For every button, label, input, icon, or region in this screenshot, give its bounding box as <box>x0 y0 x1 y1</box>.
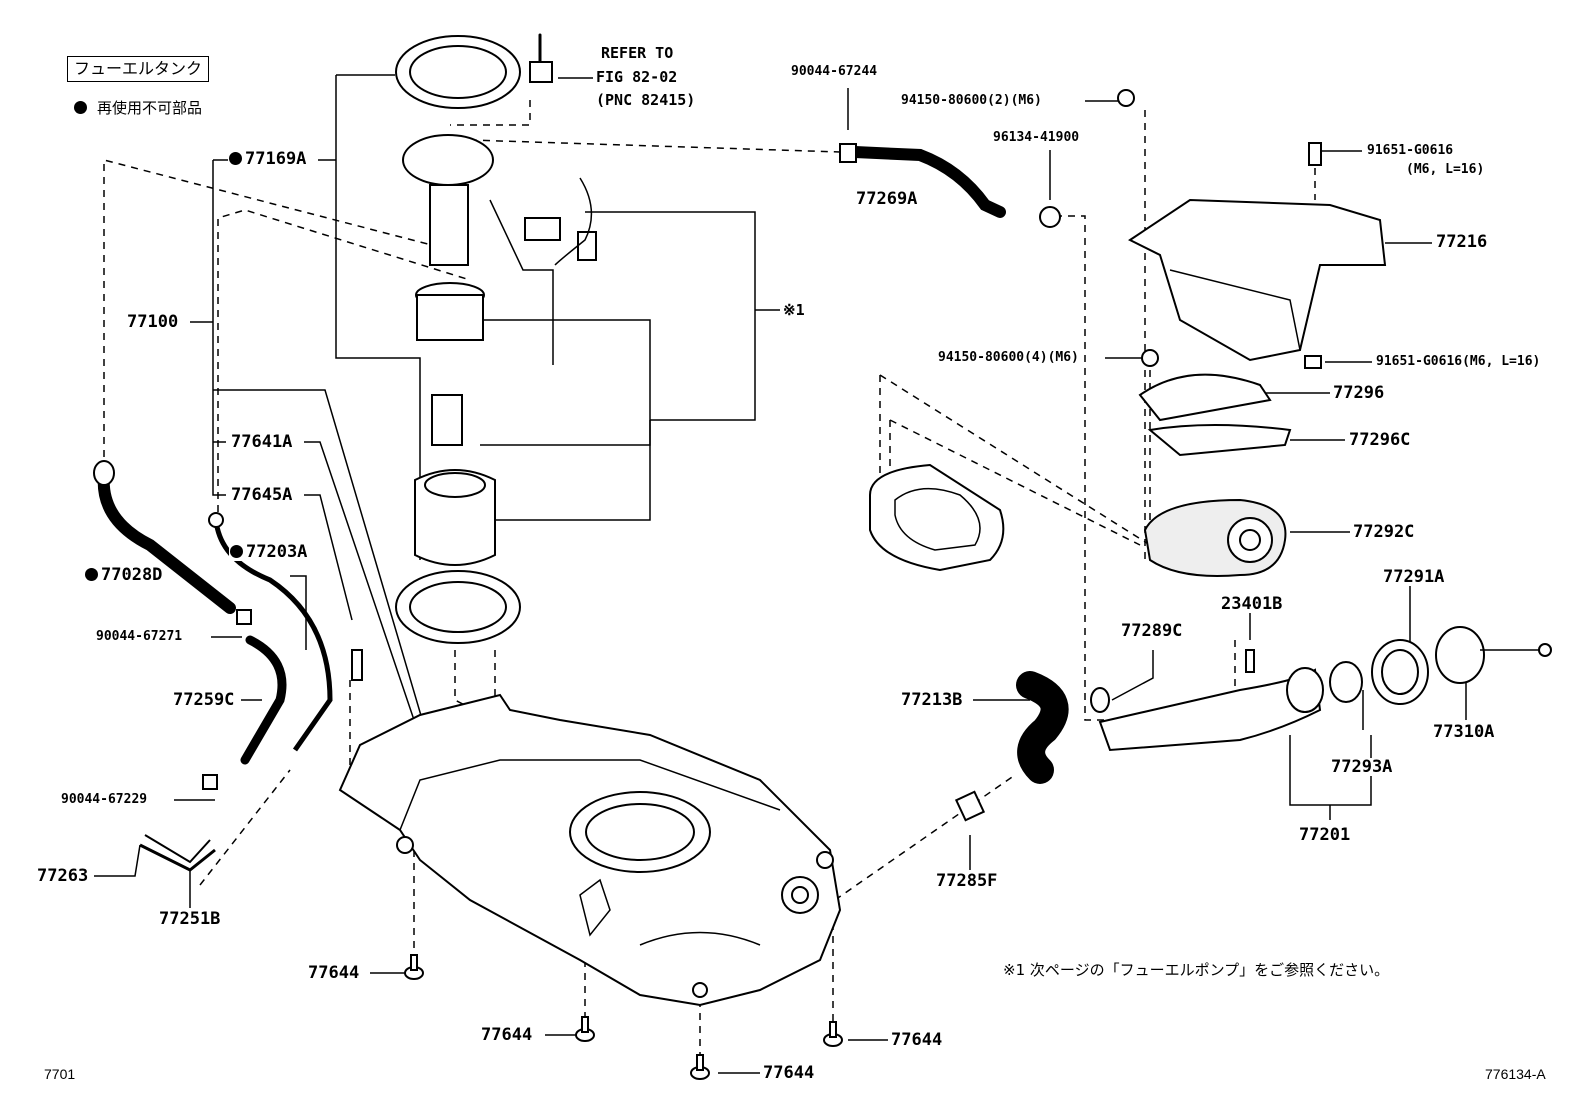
label-77028D: 77028D <box>84 565 164 585</box>
label-77644-bottom-right: 77644 <box>890 1030 944 1050</box>
refer-line-3: (PNC 82415) <box>595 91 697 109</box>
figure-code: 776134-A <box>1485 1066 1546 1082</box>
legend-non-reusable: 再使用不可部品 <box>74 98 202 118</box>
label-77644-bottom-center: 77644 <box>762 1063 816 1083</box>
label-77644-bottom-left: 77644 <box>480 1025 534 1045</box>
refer-line-2: FIG 82-02 <box>595 68 679 86</box>
label-77216: 77216 <box>1435 232 1489 252</box>
label-77293A: 77293A <box>1330 757 1394 777</box>
legend-text: 再使用不可部品 <box>97 99 203 117</box>
label-77269A: 77269A <box>855 189 919 209</box>
label-77645A: 77645A <box>230 485 294 505</box>
label-77259C: 77259C <box>172 690 236 710</box>
label-94150-80600-2: 94150-80600(2)(M6) <box>900 92 1043 110</box>
label-91651-G0616-top: 91651-G0616 <box>1366 142 1455 160</box>
label-90044-67244: 90044-67244 <box>790 63 879 81</box>
label-77169A: 77169A <box>228 149 308 169</box>
page-code: 7701 <box>44 1066 76 1082</box>
fuel-tank-body <box>338 693 842 1007</box>
label-77289C: 77289C <box>1120 621 1184 641</box>
leader-lines <box>94 74 1467 1074</box>
label-77310A: 77310A <box>1432 722 1496 742</box>
label-90044-67271: 90044-67271 <box>95 628 184 646</box>
label-77641A: 77641A <box>230 432 294 452</box>
label-77263: 77263 <box>36 866 90 886</box>
label-91651-G0616-top-spec: (M6, L=16) <box>1405 161 1486 179</box>
left-hoses <box>93 460 363 872</box>
bullet-icon <box>74 101 87 114</box>
label-77203A-text: 77203A <box>246 542 308 562</box>
label-77028D-text: 77028D <box>101 565 163 585</box>
label-77169A-text: 77169A <box>245 149 307 169</box>
non-reusable-dot-icon <box>85 568 98 581</box>
label-77100: 77100 <box>126 312 180 332</box>
non-reusable-dot-icon <box>230 545 243 558</box>
label-77644-left: 77644 <box>307 963 361 983</box>
label-77296: 77296 <box>1332 383 1386 403</box>
label-77285F: 77285F <box>935 871 999 891</box>
label-77296C: 77296C <box>1348 430 1412 450</box>
protector-77216 <box>1117 89 1387 369</box>
non-reusable-dot-icon <box>229 152 242 165</box>
label-23401B: 23401B <box>1220 594 1284 614</box>
pump-reference-note: ※1 次ページの「フューエルポンプ」をご参照ください。 <box>1003 961 1390 979</box>
filler-assembly <box>954 373 1552 822</box>
label-96134-41900: 96134-41900 <box>992 129 1081 147</box>
bolts-77644 <box>404 954 843 1080</box>
label-77213B: 77213B <box>900 690 964 710</box>
label-90044-67229: 90044-67229 <box>60 791 149 809</box>
label-77201: 77201 <box>1298 825 1352 845</box>
label-77292C: 77292C <box>1352 522 1416 542</box>
diagram-title: フューエルタンク <box>67 56 210 82</box>
label-91651-G0616-mid: 91651-G0616(M6, L=16) <box>1375 353 1542 371</box>
vent-hose-77269A <box>839 143 1061 228</box>
label-94150-80600-4: 94150-80600(4)(M6) <box>937 349 1080 367</box>
label-77203A: 77203A <box>229 542 309 562</box>
gasket-plate <box>869 463 1005 572</box>
label-77251B: 77251B <box>158 909 222 929</box>
label-77291A: 77291A <box>1382 567 1446 587</box>
fuel-pump-module <box>395 33 597 644</box>
refer-line-1: REFER TO <box>600 44 675 62</box>
label-pump-reference-mark: ※1 <box>782 301 806 319</box>
